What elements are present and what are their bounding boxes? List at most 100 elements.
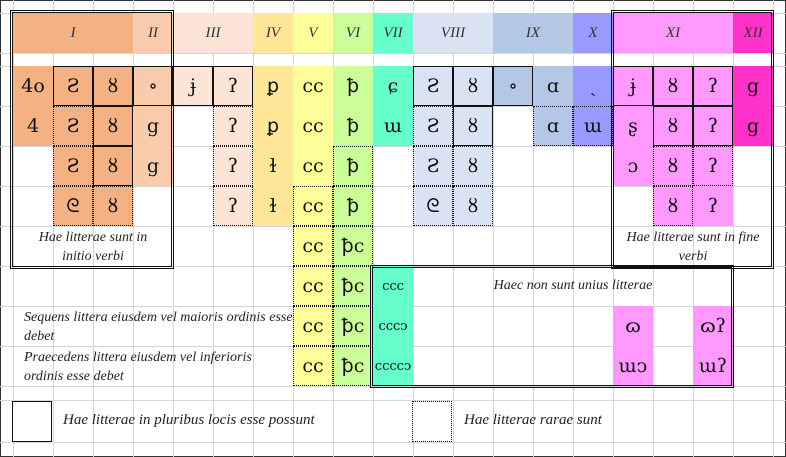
legend-dotted-swatch: [412, 401, 452, 442]
glyph-cell-i: ȣ: [93, 106, 133, 146]
grid-line: [693, 0, 694, 457]
glyph-cell-xi: ʔ: [693, 146, 733, 186]
grid-line: [0, 146, 786, 147]
glyph-cell-viii: ȣ: [453, 146, 493, 186]
glyph-cell-xi: ȣ: [653, 66, 693, 106]
legend-dotted-label: Hae litterae rarae sunt: [464, 412, 602, 428]
glyph-cell-v: ϲϲ: [293, 346, 333, 386]
glyph-cell-viii: ᘓ: [413, 186, 453, 226]
grid-line: [253, 0, 254, 457]
glyph-cell-vi: ꝥϲ: [333, 306, 373, 346]
glyph-cell-xi: ȣ: [653, 146, 693, 186]
glyph-cell-i: Ƨ: [53, 106, 93, 146]
glyph-cell-vi: ꝥ: [333, 146, 373, 186]
glyph-cell-vi: ꝥ: [333, 186, 373, 226]
grid-line: [213, 0, 214, 457]
glyph-cell-xi: ɯʔ: [693, 346, 733, 386]
glyph-cell-i: ᘓ: [53, 186, 93, 226]
glyph-cell-i: Ƨ: [53, 66, 93, 106]
glyph-cell-vii: cccↄ: [373, 306, 413, 346]
glyph-cell-xi: ɷʔ: [693, 306, 733, 346]
glyph-cell-iv: ɫ: [253, 146, 293, 186]
glyph-cell-v: ϲϲ: [293, 306, 333, 346]
glyph-cell-vii: ccc: [373, 266, 413, 306]
grid-line: [733, 0, 734, 457]
column-header-vii: VII: [373, 13, 413, 53]
glyph-cell-iii: ʔ: [213, 66, 253, 106]
glyph-cell-xi: ɯↄ: [613, 346, 653, 386]
glyph-cell-viii: Ƨ: [413, 106, 453, 146]
glyph-cell-i: ȣ: [93, 146, 133, 186]
column-header-i: I: [13, 13, 133, 53]
grid-line: [93, 0, 94, 457]
glyph-cell-iv: ꝑ: [253, 106, 293, 146]
glyph-cell-i: ȣ: [93, 186, 133, 226]
glyph-cell-iv: ɫ: [253, 186, 293, 226]
grid-line: [373, 0, 374, 457]
glyph-cell-i: 4: [13, 106, 53, 146]
note-sequens: Sequens littera eiusdem vel maioris ordi…: [24, 310, 293, 344]
note-praecedens: Praecedens littera eiusdem vel inferiori…: [24, 350, 252, 384]
glyph-cell-vi: ꝥ: [333, 106, 373, 146]
column-header-iv: IV: [253, 13, 293, 53]
glyph-cell-ix: ∘: [493, 66, 533, 106]
glyph-cell-vi: ꝥϲ: [333, 266, 373, 306]
glyph-cell-xi: ʔ: [693, 66, 733, 106]
grid-line: [0, 400, 786, 401]
grid-line: [133, 0, 134, 457]
glyph-cell-v: ϲϲ: [293, 146, 333, 186]
glyph-cell-i: Ƨ: [53, 146, 93, 186]
grid-line: [453, 0, 454, 457]
legend-solid-swatch: [12, 401, 52, 442]
column-header-ii: II: [133, 13, 173, 53]
glyph-cell-x: ɯ: [573, 106, 613, 146]
grid-line: [653, 0, 654, 457]
grid-line: [0, 186, 786, 187]
glyph-cell-vii: ɕ: [373, 66, 413, 106]
glyph-cell-xi: ʔ: [693, 186, 733, 226]
glyph-cell-i: 4o: [13, 66, 53, 106]
glyph-cell-v: ϲϲ: [293, 106, 333, 146]
glyph-cell-vii: ccccↄ: [373, 346, 413, 386]
glyph-cell-viii: ȣ: [453, 66, 493, 106]
glyph-cell-ii: ց: [133, 106, 173, 146]
initial-letters-box: [10, 10, 174, 269]
legend-solid-label: Hae litterae in pluribus locis esse poss…: [63, 412, 315, 428]
column-header-xi: XI: [613, 13, 733, 53]
glyph-cell-xi: ȣ: [653, 106, 693, 146]
grid-line: [0, 226, 786, 227]
column-header-vi: VI: [333, 13, 373, 53]
glyph-cell-xi: ʂ: [613, 106, 653, 146]
grid-line: [413, 0, 414, 457]
ligatures-box: [370, 265, 734, 388]
glyph-cell-xii: ց: [733, 106, 773, 146]
glyph-cell-iii: ʔ: [213, 146, 253, 186]
glyph-cell-viii: Ƨ: [413, 66, 453, 106]
grid-line: [0, 442, 786, 443]
column-header-x: X: [573, 13, 613, 53]
glyph-cell-i: ȣ: [93, 66, 133, 106]
grid-line: [0, 53, 786, 54]
glyph-cell-v: ϲϲ: [293, 66, 333, 106]
glyph-cell-vi: ꝥϲ: [333, 346, 373, 386]
glyph-cell-iii: ʔ: [213, 186, 253, 226]
glyph-cell-xii: ց: [733, 66, 773, 106]
glyph-cell-x: ˎ: [573, 66, 613, 106]
glyph-cell-ii: ց: [133, 146, 173, 186]
glyph-cell-vi: ꝥϲ: [333, 226, 373, 266]
grid-line: [573, 0, 574, 457]
glyph-cell-iv: ꝑ: [253, 66, 293, 106]
note-initio: Hae litterae sunt in initio verbi: [38, 230, 148, 264]
grid-line: [13, 0, 14, 457]
glyph-cell-vii: ɯ: [373, 106, 413, 146]
column-header-ix: IX: [493, 13, 573, 53]
column-header-viii: VIII: [413, 13, 493, 53]
note-fine: Hae litterae sunt in fine verbi: [626, 230, 760, 264]
glyph-cell-ix: ɑ: [533, 106, 573, 146]
glyph-cell-v: ϲϲ: [293, 226, 333, 266]
glyph-cell-xi: ȣ: [653, 186, 693, 226]
glyph-cell-xi: ʔ: [693, 106, 733, 146]
glyph-cell-iii: ɉ: [173, 66, 213, 106]
column-header-xii: XII: [733, 13, 773, 53]
glyph-cell-v: ϲϲ: [293, 186, 333, 226]
